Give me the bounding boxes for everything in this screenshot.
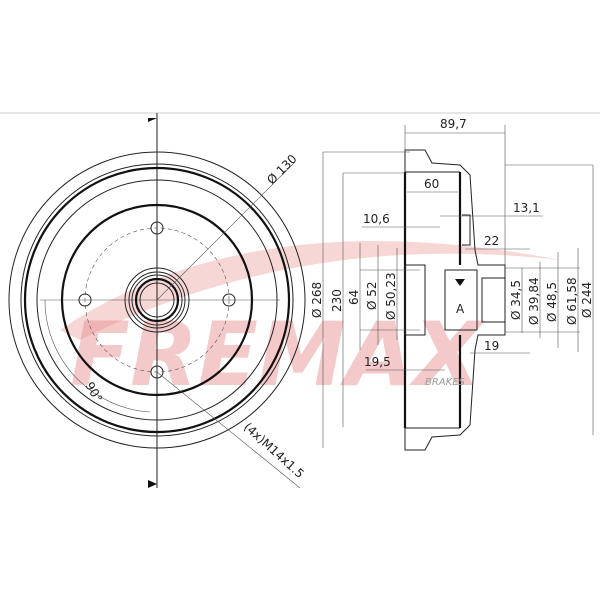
dim-89-7: 89,7 bbox=[440, 117, 467, 131]
bolt-circle-label: Ø 130 bbox=[264, 152, 299, 187]
section-marker: A bbox=[456, 302, 465, 316]
dim-61-58: Ø 61,58 bbox=[565, 277, 579, 325]
dim-52: Ø 52 bbox=[365, 281, 379, 310]
dim-34-5: Ø 34,5 bbox=[509, 280, 523, 320]
dim-22: 22 bbox=[484, 234, 499, 248]
thread-label: (4x)M14x1.5 bbox=[241, 420, 307, 481]
dim-230: 230 bbox=[330, 289, 344, 312]
dim-19-5: 19,5 bbox=[364, 355, 391, 369]
dim-64: 64 bbox=[347, 290, 361, 305]
dim-50-23: Ø 50,23 bbox=[384, 272, 398, 320]
hub bbox=[124, 267, 190, 333]
dim-39-84: Ø 39,84 bbox=[527, 277, 541, 325]
brakes-logo: BRAKES bbox=[425, 377, 466, 388]
dim-48-5: Ø 48,5 bbox=[545, 282, 559, 322]
dim-10-6: 10,6 bbox=[363, 212, 390, 226]
dim-268: Ø 268 bbox=[310, 282, 324, 318]
dim-13-1: 13,1 bbox=[513, 201, 540, 215]
dim-244: Ø 244 bbox=[580, 282, 594, 318]
bolt-holes bbox=[78, 221, 236, 379]
section-view: A BRAKES 89,7 60 13,1 10,6 22 19 19,5 Ø … bbox=[310, 117, 594, 451]
dim-60: 60 bbox=[424, 177, 439, 191]
dim-19: 19 bbox=[484, 339, 499, 353]
